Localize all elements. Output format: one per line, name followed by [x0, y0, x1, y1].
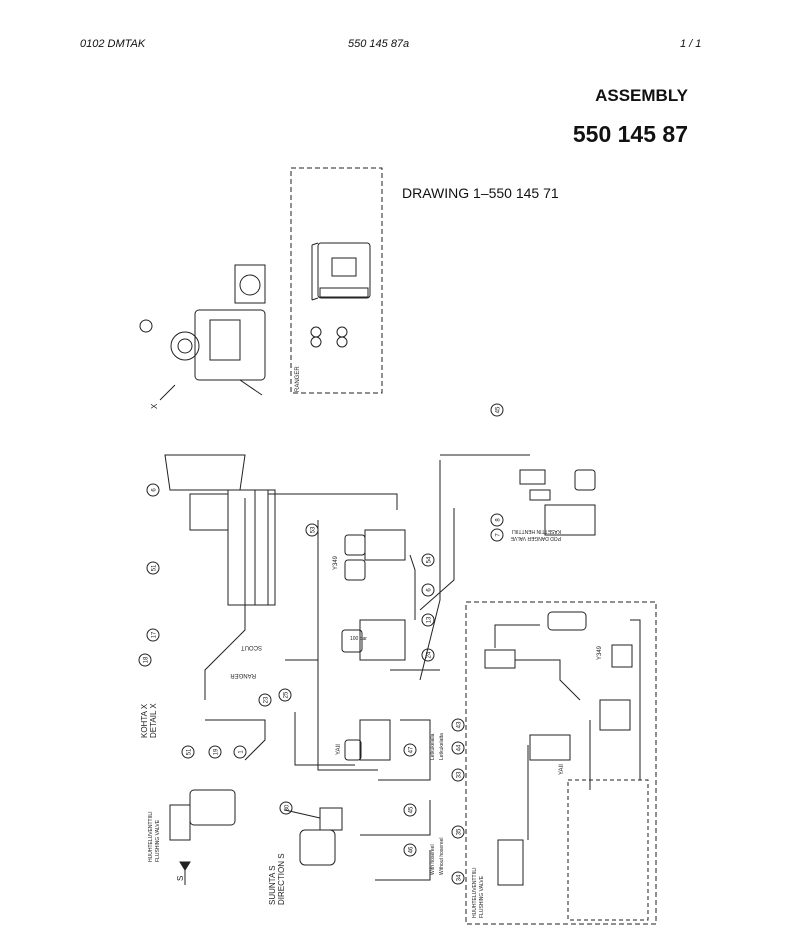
- ranger-label: RANGER: [230, 672, 256, 678]
- scout-label: SCOUT: [241, 644, 262, 650]
- callout-number: 23: [264, 696, 270, 703]
- y349-label-b: Y349: [597, 645, 603, 660]
- callout-number: 53: [311, 526, 317, 533]
- page-number: 1 / 1: [680, 38, 702, 50]
- with-hosereel-label: With hosereel: [430, 844, 436, 875]
- valve-group: [341, 529, 406, 761]
- controller-unit: [311, 242, 371, 301]
- callout-number: 8: [496, 518, 502, 522]
- without-hosereel-label: Without hosereel: [439, 837, 445, 875]
- callout-number: 7: [496, 533, 502, 537]
- flushing-label-1: HUUHTELUVENTTIILI: [148, 811, 154, 862]
- callout-number: 45: [409, 806, 415, 813]
- page-title: ASSEMBLY: [595, 86, 688, 105]
- callout-number: 19: [214, 748, 220, 755]
- valve-cassette-label-1: KASETTIN HENTTIILI: [512, 528, 561, 534]
- yaii-label-a: YAII: [336, 744, 342, 755]
- assembly-number: 550 145 87: [572, 121, 688, 147]
- callout-number: 46: [409, 846, 415, 853]
- callout-number: 44: [457, 744, 463, 751]
- drawing-reference: 550 145 87a: [348, 38, 410, 50]
- direction-label-2: DIRECTION S: [277, 853, 286, 905]
- pod-danger-valve: [519, 469, 596, 536]
- y349-label-a: Y349: [333, 555, 339, 570]
- detail-label-1: KOHTA X: [140, 703, 149, 738]
- callout-number: 33: [457, 771, 463, 778]
- callout-number: 30: [285, 804, 291, 811]
- hose-lines: [204, 454, 530, 881]
- doc-code: 0102 DMTAK: [80, 38, 146, 50]
- x-mark: X: [150, 403, 159, 409]
- callout-number: 6: [427, 588, 433, 592]
- callout-6-51: [139, 319, 153, 333]
- pressure-label: 100 bar: [350, 636, 367, 642]
- direction-s-fitting: [284, 807, 343, 866]
- callout-number: 35: [457, 828, 463, 835]
- callout-number: 24: [427, 651, 433, 658]
- callout-number: 51: [187, 748, 193, 755]
- direction-label-1: SUUNTA S: [268, 866, 277, 905]
- callout-number: 47: [409, 746, 415, 753]
- callout-number: 34: [457, 874, 463, 881]
- callout-number: 25: [284, 691, 290, 698]
- drawing-label: DRAWING 1–550 145 71: [402, 185, 559, 201]
- detail-label-2: DETAIL X: [149, 703, 158, 738]
- callout-number: 43: [457, 721, 463, 728]
- callout-circles: 6 51 17 18 51 19 1 23 25 53 54 6 13 24 45 8 7 47 45 46 43 44 3…: [138, 403, 504, 885]
- right-schematic: [484, 611, 641, 886]
- callout-number: 45: [496, 406, 502, 413]
- callout-number: 6: [152, 488, 158, 492]
- callout-number: 13: [427, 616, 433, 623]
- callout-number: 51: [152, 564, 158, 571]
- ranger-box-label: RANGER: [295, 366, 301, 392]
- ranger-box: [290, 167, 383, 394]
- callout-number: 1: [239, 750, 245, 754]
- flushing-label-2: FLUSHING VALVE: [155, 819, 161, 862]
- callout-number: 18: [144, 656, 150, 663]
- yaii-label-b: YAII: [559, 764, 565, 775]
- tank-block: [164, 454, 276, 606]
- letkukelatta-label: Letkukelatta: [439, 733, 445, 760]
- flushing-valve-lower: [169, 789, 236, 885]
- callout-number: 17: [152, 631, 158, 638]
- controller-callouts: [310, 326, 348, 348]
- s-mark: S: [176, 876, 185, 881]
- flushing-label-3: HUUHTELUVENTTIILI: [472, 867, 478, 918]
- callout-number: 54: [427, 556, 433, 563]
- flushing-label-4: FLUSHING VALVE: [479, 875, 485, 918]
- valve-cassette-label-2: POD DANGER VALVE: [510, 535, 561, 541]
- letkukelalla-label: Letkukelalla: [430, 733, 436, 760]
- pump-assembly: [159, 264, 266, 401]
- valve-cassette-box: [567, 779, 649, 921]
